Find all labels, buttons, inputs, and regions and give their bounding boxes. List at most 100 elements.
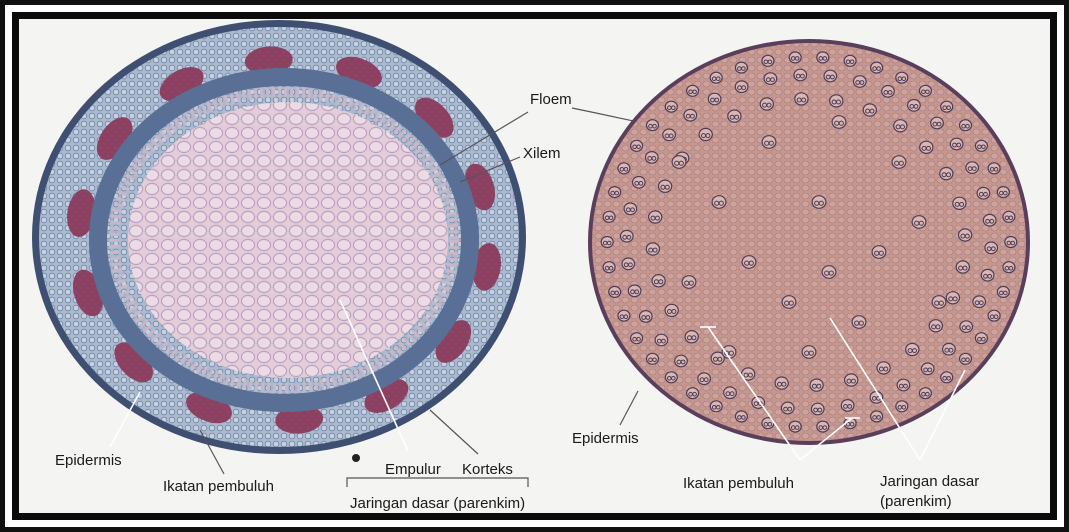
vascular-bundle xyxy=(782,296,796,309)
vascular-bundle xyxy=(973,296,986,308)
vascular-bundle xyxy=(863,104,876,116)
vascular-bundle xyxy=(1005,237,1017,248)
vascular-bundle xyxy=(609,187,621,198)
vascular-bundle xyxy=(896,401,908,412)
vascular-bundle xyxy=(618,163,630,174)
vascular-bundle xyxy=(760,98,773,110)
vascular-bundle xyxy=(845,374,858,386)
vascular-bundle xyxy=(789,52,801,63)
label-korteks: Korteks xyxy=(462,461,513,478)
vascular-bundle xyxy=(687,85,699,96)
vascular-bundle xyxy=(908,100,921,112)
vascular-bundle xyxy=(665,304,678,316)
vascular-bundle xyxy=(665,101,677,112)
vascular-bundle xyxy=(932,296,946,309)
vascular-bundle xyxy=(941,372,953,383)
vascular-bundle xyxy=(941,101,953,112)
vascular-bundle xyxy=(997,187,1009,198)
vascular-bundle xyxy=(810,379,823,391)
vascular-bundle xyxy=(975,140,987,151)
vascular-bundle xyxy=(1003,211,1015,222)
vascular-bundle xyxy=(977,187,990,199)
vascular-bundle xyxy=(735,81,748,93)
vascular-bundle xyxy=(687,388,699,399)
vascular-bundle xyxy=(682,276,696,289)
vascular-bundle xyxy=(931,117,944,129)
vascular-bundle xyxy=(811,403,824,415)
vascular-bundle xyxy=(960,321,973,333)
vascular-bundle xyxy=(795,93,808,105)
vascular-bundle xyxy=(764,73,777,85)
vascular-bundle xyxy=(603,262,615,273)
vascular-bundle xyxy=(663,129,676,141)
label-epidermis-left: Epidermis xyxy=(55,452,122,469)
monocot-stem-section xyxy=(588,39,1030,445)
vascular-bundle xyxy=(712,196,726,209)
vascular-bundle xyxy=(894,120,907,132)
vascular-bundle xyxy=(603,211,615,222)
vascular-bundle xyxy=(844,55,856,66)
vascular-bundle xyxy=(832,116,846,129)
vascular-bundle xyxy=(906,343,919,355)
vascular-bundle xyxy=(981,269,994,281)
vascular-bundle xyxy=(882,86,895,98)
vascular-bundle xyxy=(665,372,677,383)
vascular-bundle xyxy=(742,256,756,269)
vascular-bundle xyxy=(1003,262,1015,273)
vascular-bundle xyxy=(854,76,867,88)
vascular-bundle xyxy=(824,70,837,82)
vascular-bundle xyxy=(684,109,697,121)
vascular-bundle xyxy=(655,334,668,346)
vascular-bundle xyxy=(966,162,979,174)
vascular-bundle xyxy=(735,62,747,73)
vascular-bundle xyxy=(975,333,987,344)
vascular-bundle xyxy=(959,229,972,241)
label-epidermis-right: Epidermis xyxy=(572,430,639,447)
vascular-bundle xyxy=(649,211,662,223)
vascular-bundle xyxy=(646,243,659,255)
vascular-bundle xyxy=(633,177,646,189)
vascular-bundle xyxy=(622,258,635,270)
vascular-bundle xyxy=(822,266,836,279)
vascular-bundle xyxy=(897,379,910,391)
label-xilem: Xilem xyxy=(523,145,561,162)
vascular-bundle xyxy=(920,141,933,153)
vascular-bundle xyxy=(919,388,931,399)
vascular-bundle xyxy=(960,120,972,131)
vascular-bundle xyxy=(672,156,686,169)
vascular-bundle xyxy=(960,353,972,364)
vascular-bundle xyxy=(929,320,942,332)
vascular-bundle xyxy=(781,402,794,414)
vascular-bundle xyxy=(956,261,969,273)
vascular-bundle xyxy=(983,214,996,226)
vascular-bundle xyxy=(646,152,659,164)
vascular-bundle xyxy=(919,85,931,96)
vascular-bundle xyxy=(640,311,653,323)
vascular-bundle xyxy=(624,203,637,215)
vascular-bundle xyxy=(817,421,829,432)
vascular-bundle xyxy=(621,230,634,242)
vascular-bundle xyxy=(985,242,998,254)
dicot-pith xyxy=(128,102,448,378)
vascular-bundle xyxy=(812,196,826,209)
vascular-bundle xyxy=(802,346,816,359)
vascular-bundle xyxy=(699,128,712,140)
vascular-bundle xyxy=(892,156,906,169)
vascular-bundle xyxy=(710,401,722,412)
vascular-bundle xyxy=(940,168,953,180)
vascular-bundle xyxy=(871,411,883,422)
vascular-bundle xyxy=(659,180,672,192)
vascular-bundle xyxy=(896,72,908,83)
monocot-ground-tissue xyxy=(592,43,1026,441)
vascular-bundle xyxy=(871,62,883,73)
vascular-bundle xyxy=(943,343,956,355)
vascular-bundle xyxy=(631,140,643,151)
vascular-bundle xyxy=(841,400,854,412)
vascular-bundle xyxy=(872,246,886,259)
vascular-bundle xyxy=(830,95,843,107)
vascular-bundle xyxy=(647,120,659,131)
vascular-bundle xyxy=(988,163,1000,174)
vascular-bundle xyxy=(728,110,741,122)
vascular-bundle xyxy=(647,353,659,364)
